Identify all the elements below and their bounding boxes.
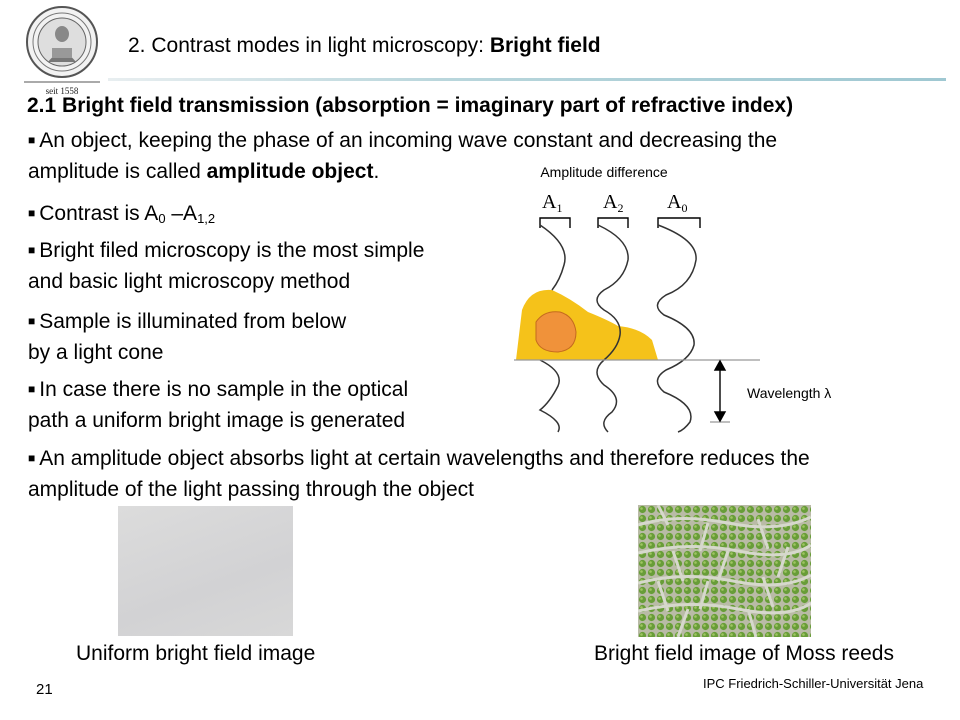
amplitude-wave-diagram: Amplitude difference A1 A2 A0 (500, 160, 900, 435)
bullet-square-icon: ■ (28, 314, 36, 328)
uniform-bright-field-image (118, 506, 293, 636)
page-title: 2. Contrast modes in light microscopy: B… (128, 34, 601, 57)
page-number: 21 (36, 681, 53, 698)
section-heading: 2.1 Bright field transmission (absorptio… (27, 94, 794, 117)
bullet-absorption: ■An amplitude object absorbs light at ce… (28, 447, 810, 501)
sample-inner-blob (535, 311, 577, 353)
wave-a0 (656, 224, 697, 433)
wavelength-arrow (713, 359, 727, 423)
university-seal-logo: seit 1558 (22, 4, 102, 99)
uniform-image-caption: Uniform bright field image (76, 642, 316, 665)
bullet-no-sample: ■In case there is no sample in the optic… (28, 378, 409, 432)
footer-institution: IPC Friedrich-Schiller-Universität Jena (703, 676, 924, 691)
title-divider (108, 78, 946, 81)
wave-a2 (596, 224, 629, 433)
wave-a0-label: A0 (667, 191, 687, 215)
bullet-square-icon: ■ (28, 382, 36, 396)
wave-a1-label: A1 (542, 191, 562, 215)
amplitude-difference-label: Amplitude difference (540, 164, 668, 180)
bullet-bright-field-method: ■Bright filed microscopy is the most sim… (28, 239, 425, 293)
bullet-amplitude-object: ■An object, keeping the phase of an inco… (28, 129, 778, 183)
bullet-square-icon: ■ (28, 451, 36, 465)
moss-image-caption: Bright field image of Moss reeds (594, 642, 894, 665)
wave-a1 (538, 224, 566, 433)
moss-reeds-image (637, 504, 812, 638)
bullet-square-icon: ■ (28, 133, 36, 147)
bullet-contrast: ■Contrast is A0 –A1,2 (28, 202, 216, 226)
wavelength-label: Wavelength λ (747, 385, 831, 401)
wave-a2-label: A2 (603, 191, 623, 215)
bullet-illumination: ■Sample is illuminated from below by a l… (28, 310, 347, 364)
bullet-square-icon: ■ (28, 206, 36, 220)
bullet-square-icon: ■ (28, 243, 36, 257)
svg-text:seit 1558: seit 1558 (46, 86, 79, 96)
